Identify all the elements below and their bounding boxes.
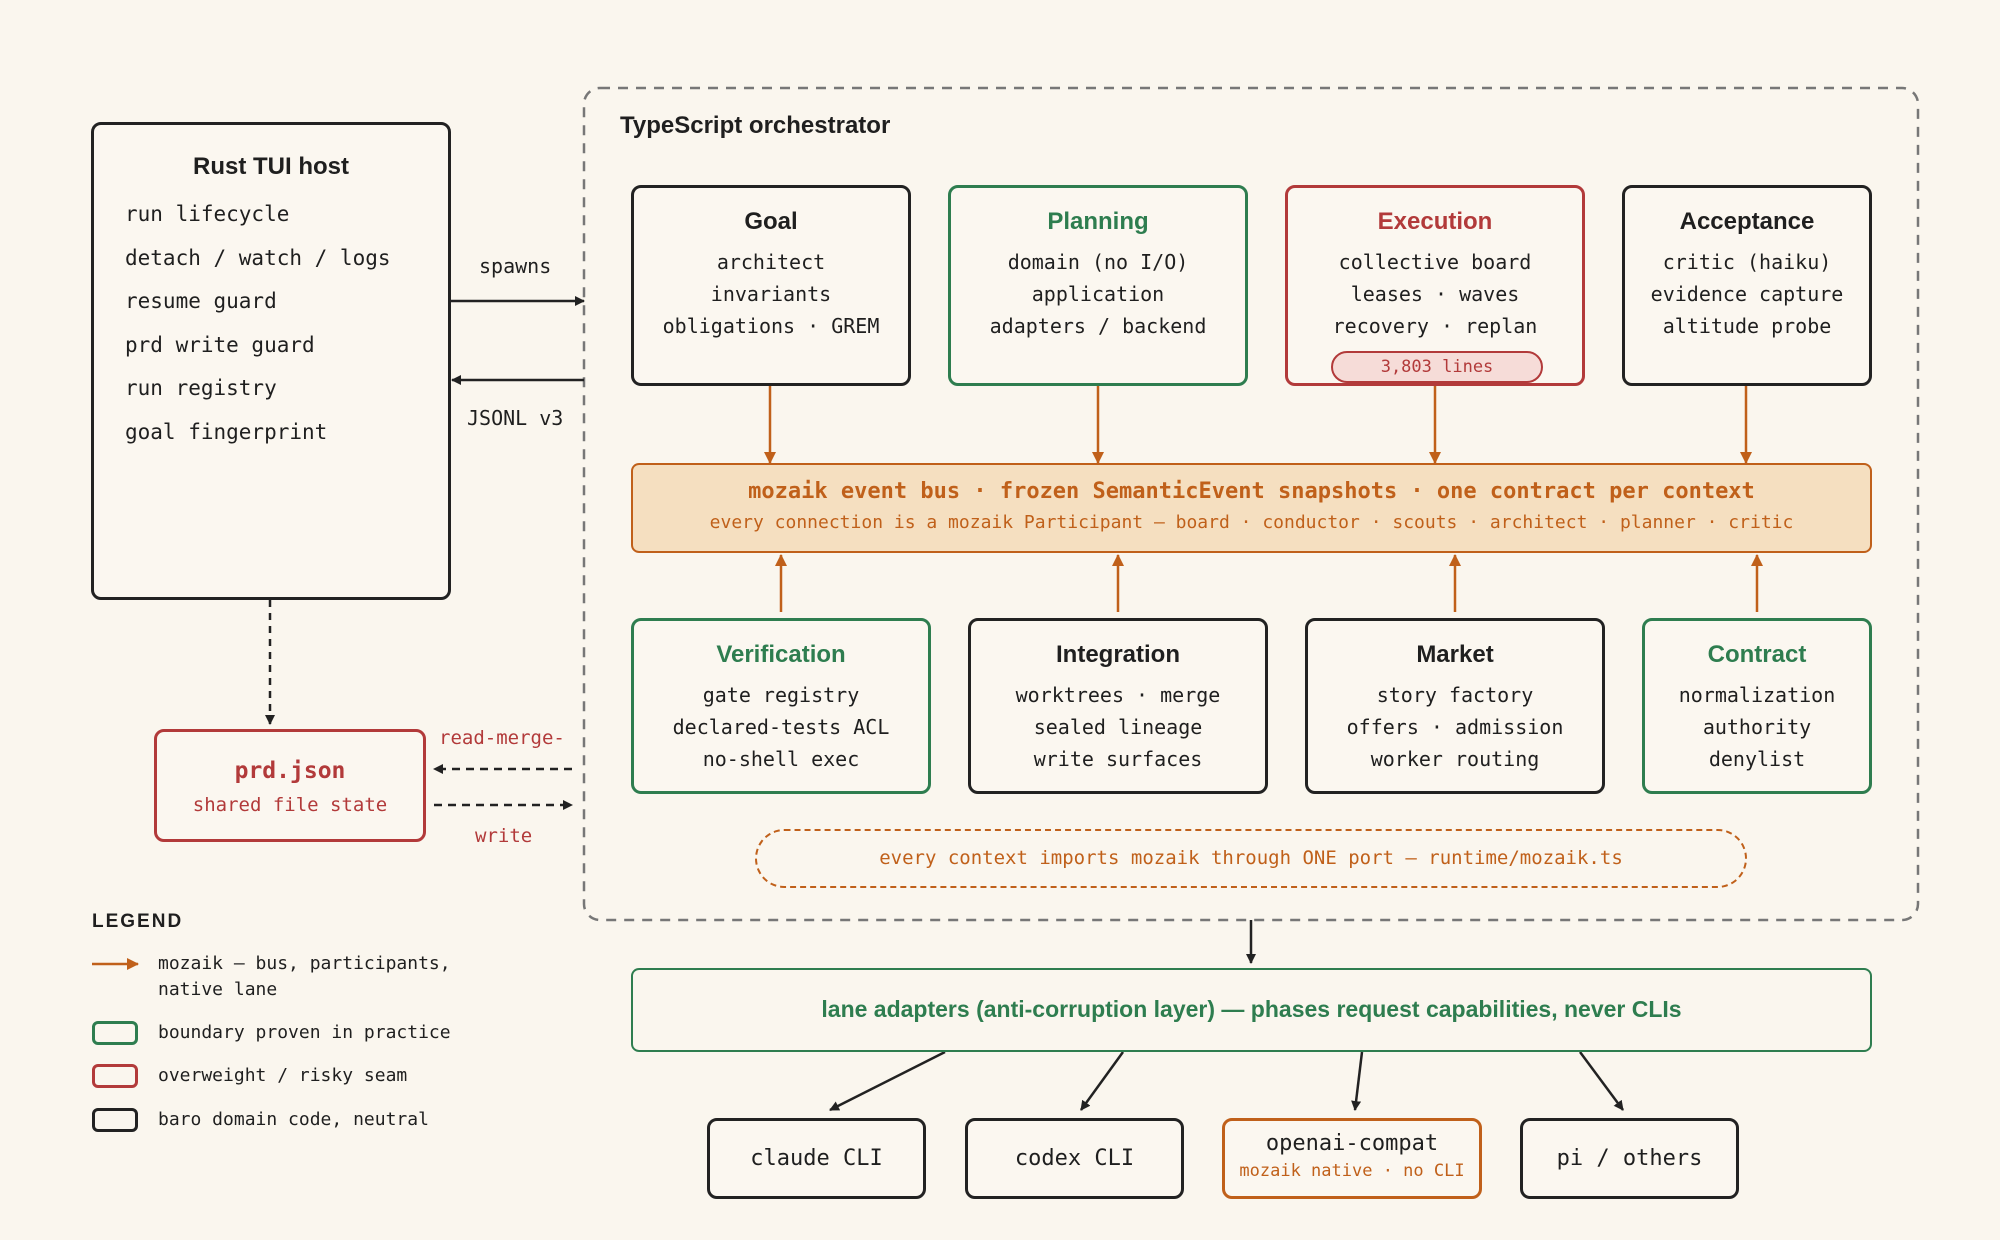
bus-title: mozaik event bus · frozen SemanticEvent …: [748, 479, 1755, 504]
integration-line: write surfaces: [1033, 747, 1203, 771]
legend-title: LEGEND: [92, 911, 184, 932]
openai-compat-label: openai-compat: [1265, 1131, 1439, 1156]
market-context-box: Market story factory offers · admission …: [1305, 618, 1605, 794]
execution-lines-badge: 3,803 lines: [1331, 351, 1543, 383]
host-item: prd write guard: [125, 332, 315, 357]
prd-json-box: prd.json shared file state: [154, 729, 426, 842]
legend-item-neutral: baro domain code, neutral: [92, 1107, 429, 1133]
integration-line: sealed lineage: [1033, 715, 1203, 739]
integration-context-box: Integration worktrees · merge sealed lin…: [968, 618, 1268, 794]
write-label: write: [475, 825, 533, 847]
integration-title: Integration: [1056, 641, 1180, 668]
mozaik-event-bus: mozaik event bus · frozen SemanticEvent …: [631, 463, 1872, 553]
orchestrator-boundary: [582, 86, 1920, 922]
market-title: Market: [1416, 641, 1494, 668]
legend-green-box-icon: [92, 1021, 138, 1045]
market-line: story factory: [1376, 683, 1534, 707]
rust-tui-host-box: Rust TUI host run lifecycle detach / wat…: [91, 122, 451, 600]
legend-neutral-text: baro domain code, neutral: [158, 1109, 429, 1130]
goal-context-box: Goal architect invariants obligations · …: [631, 185, 911, 386]
claude-cli-box: claude CLI: [707, 1118, 926, 1199]
execution-line: leases · waves: [1350, 282, 1520, 306]
contract-context-box: Contract normalization authority denylis…: [1642, 618, 1872, 794]
goal-line: obligations · GREM: [662, 314, 880, 338]
spawns-label: spawns: [479, 254, 552, 278]
goal-lines: architect invariants obligations · GREM: [634, 246, 908, 342]
acceptance-line: critic (haiku): [1662, 250, 1832, 274]
contract-title: Contract: [1707, 641, 1807, 668]
bus-subtitle: every connection is a mozaik Participant…: [709, 512, 1794, 533]
legend-orange-arrow-slot: [92, 951, 138, 977]
verification-context-box: Verification gate registry declared-test…: [631, 618, 931, 794]
host-item: detach / watch / logs: [125, 245, 391, 270]
orchestrator-title: TypeScript orchestrator: [620, 112, 891, 139]
market-lines: story factory offers · admission worker …: [1308, 679, 1602, 775]
contract-line: denylist: [1708, 747, 1806, 771]
planning-line: domain (no I/O): [1007, 250, 1189, 274]
legend-item-risky: overweight / risky seam: [92, 1063, 407, 1089]
host-item: run lifecycle: [125, 202, 290, 226]
verification-title: Verification: [716, 641, 846, 668]
goal-title: Goal: [744, 208, 798, 235]
market-line: offers · admission: [1346, 715, 1564, 739]
host-title: Rust TUI host: [193, 153, 349, 180]
execution-lines: collective board leases · waves recovery…: [1288, 246, 1582, 342]
lane-to-pi-arrow: [1578, 1051, 1625, 1111]
codex-cli-box: codex CLI: [965, 1118, 1184, 1199]
legend-mozaik-line: native lane: [158, 979, 278, 1000]
verification-lines: gate registry declared-tests ACL no-shel…: [634, 679, 928, 775]
planning-line: application: [1031, 282, 1165, 306]
integration-line: worktrees · merge: [1015, 683, 1221, 707]
legend-dark-box-icon: [92, 1108, 138, 1132]
lane-adapters-box: lane adapters (anti-corruption layer) — …: [631, 968, 1872, 1052]
verification-line: no-shell exec: [702, 747, 860, 771]
acceptance-title: Acceptance: [1679, 208, 1815, 235]
execution-title: Execution: [1377, 208, 1493, 235]
legend-risky-text: overweight / risky seam: [158, 1065, 408, 1086]
legend-mozaik-line: mozaik — bus, participants,: [158, 953, 451, 974]
prd-title: prd.json: [234, 758, 346, 784]
lane-to-codex-arrow: [1079, 1051, 1125, 1111]
execution-line: collective board: [1338, 250, 1532, 274]
legend-item-mozaik: mozaik — bus, participants, native lane: [92, 951, 451, 1003]
contract-line: normalization: [1678, 683, 1836, 707]
lane-to-claude-arrow: [829, 1050, 946, 1112]
planning-context-box: Planning domain (no I/O) application ada…: [948, 185, 1248, 386]
openai-compat-sub: mozaik native · no CLI: [1239, 1161, 1465, 1181]
acceptance-lines: critic (haiku) evidence capture altitude…: [1625, 246, 1869, 342]
legend-mozaik-text: mozaik — bus, participants, native lane: [158, 951, 451, 1003]
acceptance-line: evidence capture: [1650, 282, 1844, 306]
jsonl-label: JSONL v3: [467, 406, 564, 430]
host-item: goal fingerprint: [125, 419, 328, 444]
contract-lines: normalization authority denylist: [1645, 679, 1869, 775]
planning-title: Planning: [1047, 208, 1149, 235]
contract-line: authority: [1702, 715, 1812, 739]
goal-line: architect: [716, 250, 826, 274]
openai-compat-box: openai-compat mozaik native · no CLI: [1222, 1118, 1482, 1199]
port-note: every context imports mozaik through ONE…: [755, 829, 1747, 888]
lane-to-openai-arrow: [1351, 1051, 1364, 1111]
verification-line: declared-tests ACL: [672, 715, 890, 739]
host-item: run registry: [125, 376, 277, 400]
host-items: run lifecycle detach / watch / logs resu…: [125, 193, 448, 454]
goal-line: invariants: [710, 282, 832, 306]
pi-others-box: pi / others: [1520, 1118, 1739, 1199]
planning-lines: domain (no I/O) application adapters / b…: [951, 246, 1245, 342]
legend-proven-text: boundary proven in practice: [158, 1022, 451, 1043]
legend-item-proven: boundary proven in practice: [92, 1020, 451, 1046]
acceptance-context-box: Acceptance critic (haiku) evidence captu…: [1622, 185, 1872, 386]
legend-red-box-icon: [92, 1064, 138, 1088]
execution-context-box: Execution collective board leases · wave…: [1285, 185, 1585, 386]
market-line: worker routing: [1370, 747, 1540, 771]
host-item: resume guard: [125, 289, 277, 313]
verification-line: gate registry: [702, 683, 860, 707]
acceptance-line: altitude probe: [1662, 314, 1832, 338]
execution-line: recovery · replan: [1332, 314, 1538, 338]
prd-subtitle: shared file state: [192, 794, 388, 816]
integration-lines: worktrees · merge sealed lineage write s…: [971, 679, 1265, 775]
read-merge-label: read-merge-: [439, 727, 565, 749]
planning-line: adapters / backend: [989, 314, 1207, 338]
